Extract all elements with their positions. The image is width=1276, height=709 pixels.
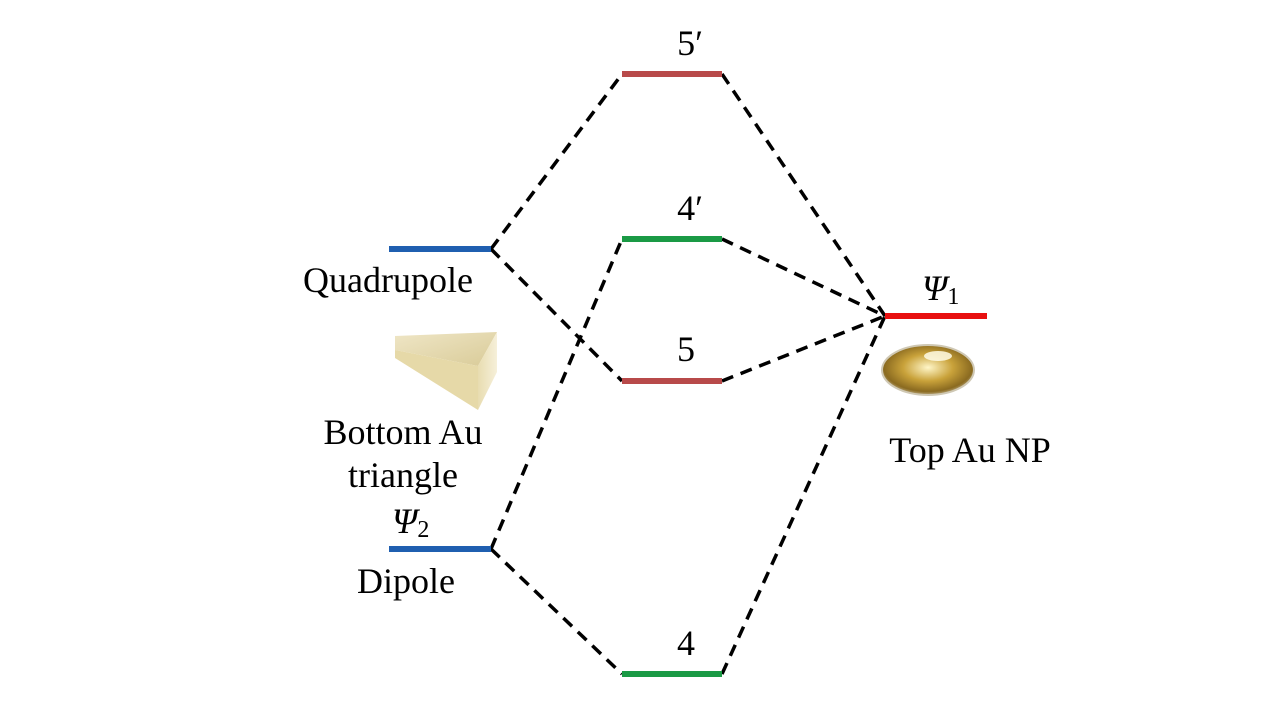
psi2-label: Ψ2 xyxy=(392,501,429,543)
dipole-label: Dipole xyxy=(357,561,455,601)
au-nanoparticle-image xyxy=(881,344,975,396)
level-4-prime-label: 4′ xyxy=(677,188,703,228)
bottom-object-label-1: Bottom Au xyxy=(323,412,482,452)
bottom-object-label-2: triangle xyxy=(348,455,458,495)
level-5-prime-label: 5′ xyxy=(677,23,703,63)
connector-4p-psi1 xyxy=(721,237,886,318)
psi1-label: Ψ1 xyxy=(922,268,959,310)
level-4-label: 4 xyxy=(677,623,695,663)
connector-quad-5 xyxy=(489,247,624,383)
connector-5p-psi1 xyxy=(720,73,887,317)
connector-5-psi1 xyxy=(721,314,886,383)
connector-dipole-4p xyxy=(489,238,624,550)
level-5-label: 5 xyxy=(677,329,695,369)
connector-quad-5p xyxy=(489,72,624,251)
top-np-label: Top Au NP xyxy=(889,430,1051,470)
quadrupole-label: Quadrupole xyxy=(303,260,473,300)
connector-dipole-4 xyxy=(489,547,624,676)
au-triangle-image xyxy=(395,332,497,410)
connector-4-psi1 xyxy=(720,315,887,675)
connector-lines xyxy=(489,72,887,676)
